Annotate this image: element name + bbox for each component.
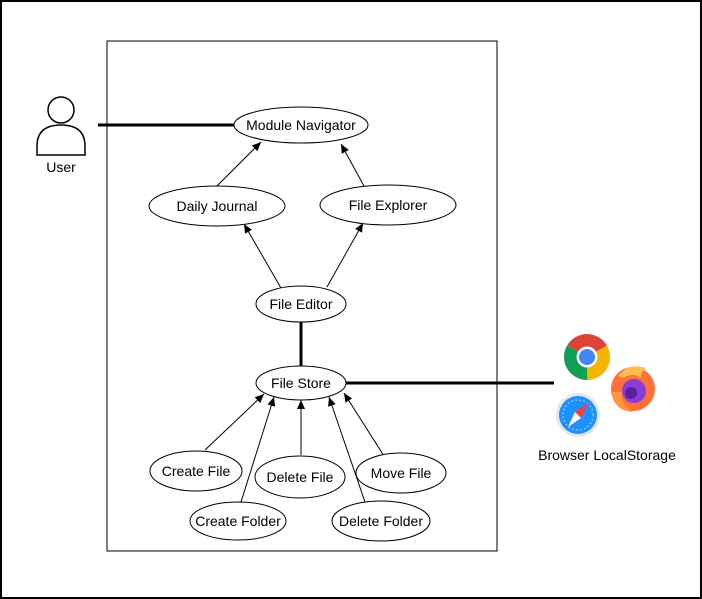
file-explorer-label: File Explorer (349, 197, 428, 213)
user-actor: User (36, 96, 86, 175)
arrow-explorer-navigator (340, 143, 365, 187)
actor-label: User (46, 159, 76, 175)
chrome-icon (564, 334, 610, 380)
firefox-icon (611, 366, 655, 412)
use-case-delete-folder[interactable]: Delete Folder (331, 500, 431, 542)
delete-folder-label: Delete Folder (339, 513, 423, 529)
use-case-create-file[interactable]: Create File (149, 450, 243, 492)
use-case-file-editor[interactable]: File Editor (255, 285, 347, 323)
arrow-editor-journal (243, 223, 282, 289)
arrow-deletefolder-store (328, 396, 366, 503)
arrow-editor-explorer (326, 222, 364, 288)
arrow-movefile-store (343, 392, 385, 457)
use-case-delete-file[interactable]: Delete File (254, 455, 346, 499)
arrow-createfolder-store (240, 396, 276, 503)
use-case-create-folder[interactable]: Create Folder (189, 501, 287, 541)
file-store-label: File Store (271, 375, 331, 391)
create-folder-label: Create Folder (195, 513, 281, 529)
file-editor-label: File Editor (269, 296, 332, 312)
actor-head-icon (47, 96, 75, 124)
use-case-move-file[interactable]: Move File (355, 452, 447, 494)
system-boundary (106, 40, 498, 552)
browser-localstorage-label: Browser LocalStorage (538, 447, 676, 463)
use-case-file-store[interactable]: File Store (255, 365, 347, 401)
arrow-journal-navigator (212, 141, 262, 191)
use-case-module-navigator[interactable]: Module Navigator (233, 106, 369, 144)
arrow-createfile-store (204, 393, 265, 451)
create-file-label: Create File (162, 463, 231, 479)
safari-icon (556, 393, 600, 437)
daily-journal-label: Daily Journal (177, 198, 258, 214)
delete-file-label: Delete File (267, 469, 334, 485)
module-navigator-label: Module Navigator (246, 117, 356, 133)
use-case-daily-journal[interactable]: Daily Journal (148, 185, 286, 227)
use-case-file-explorer[interactable]: File Explorer (319, 184, 457, 226)
move-file-label: Move File (371, 465, 432, 481)
actor-body-icon (36, 124, 86, 156)
